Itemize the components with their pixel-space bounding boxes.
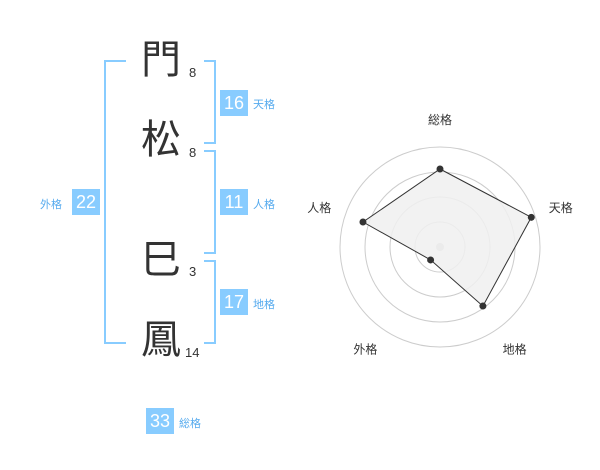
chikaku-value: 17: [220, 289, 248, 315]
tenkaku-value: 16: [220, 90, 248, 116]
radar-polygon: [362, 168, 532, 307]
radar-point-1: [436, 165, 444, 173]
tenkaku-bracket: [204, 60, 216, 144]
tenkaku-label: 天格: [253, 98, 275, 111]
jinkaku-bracket: [204, 150, 216, 254]
radar-point-2: [527, 213, 535, 221]
jinkaku-value: 11: [220, 189, 248, 215]
radar-axis-label: 外格: [353, 342, 377, 357]
radar-axis-label: 総格: [428, 112, 452, 127]
surname-char-1: 門: [141, 37, 181, 83]
given-char-2: 鳳: [141, 317, 181, 363]
gaikaku-value: 22: [72, 189, 100, 215]
surname-char-2-strokes: 8: [189, 145, 197, 160]
jinkaku-label: 人格: [253, 198, 275, 211]
gaikaku-label: 外格: [40, 198, 62, 211]
given-char-1: 巳: [141, 237, 181, 283]
chikaku-label: 地格: [253, 298, 275, 311]
soukaku-label: 総格: [179, 417, 201, 430]
soukaku-value: 33: [146, 408, 174, 434]
radar-point-5: [359, 218, 367, 226]
given-char-1-strokes: 3: [189, 264, 197, 279]
radar-axis-label: 地格: [503, 342, 527, 357]
surname-char-1-strokes: 8: [189, 65, 197, 80]
gaikaku-bracket: [104, 60, 126, 344]
radar-axis-label: 天格: [549, 200, 573, 215]
given-char-2-strokes: 14: [185, 345, 200, 360]
surname-char-2: 松: [141, 117, 181, 163]
radar-axis-label: 人格: [307, 200, 331, 215]
chikaku-bracket: [204, 260, 216, 344]
radar-grid-ring: [339, 146, 541, 348]
radar-point-3: [479, 302, 487, 310]
radar-point-4: [427, 256, 435, 264]
